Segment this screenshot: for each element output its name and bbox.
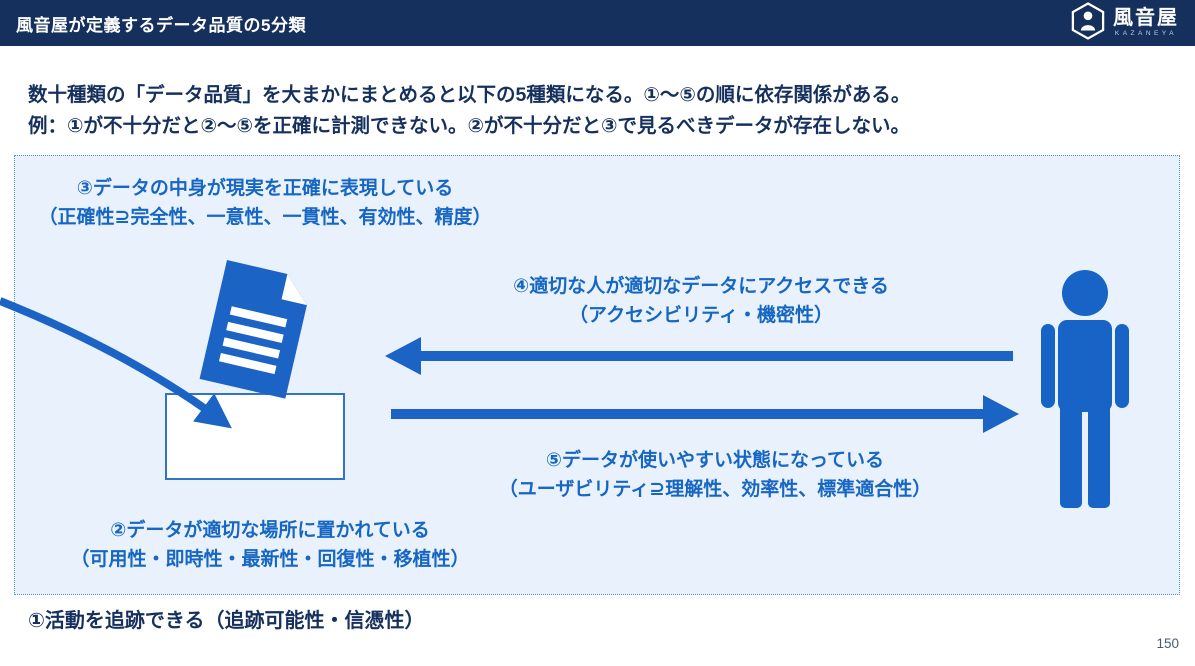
document-icon — [199, 260, 307, 399]
access-arrow-left — [385, 337, 1013, 375]
logo-wordmark: 風音屋 KAZANEYA — [1113, 8, 1179, 38]
label-quality-1: ①活動を追跡できる（追跡可能性・信憑性） — [28, 610, 425, 632]
flow-arrows — [385, 337, 1019, 433]
label-quality-2: ②データが適切な場所に置かれている （可用性・即時性・最新性・回復性・移植性） — [20, 516, 520, 575]
tracking-arrow-curved — [0, 297, 232, 429]
page-title: 風音屋が定義するデータ品質の5分類 — [16, 15, 306, 35]
quality-5-line-2: （ユーザビリティ⊇理解性、効率性、標準適合性） — [498, 479, 932, 501]
company-logo: 風音屋 KAZANEYA — [1071, 1, 1179, 45]
person-icon — [1041, 270, 1129, 508]
document-and-box-graphic — [165, 260, 345, 480]
quality-3-line-2: （正確性⊇完全性、一意性、一貫性、有効性、精度） — [38, 207, 492, 229]
quality-2-line-2: （可用性・即時性・最新性・回復性・移植性） — [70, 549, 470, 571]
logo-name: 風音屋 — [1113, 7, 1179, 30]
quality-2-line-1: ②データが適切な場所に置かれている — [110, 520, 430, 541]
logo-caption: KAZANEYA — [1114, 30, 1178, 38]
quality-4-line-2: （アクセシビリティ・機密性） — [569, 305, 833, 327]
quality-4-line-1: ④適切な人が適切なデータにアクセスできる — [513, 276, 889, 297]
label-quality-5: ⑤データが使いやすい状態になっている （ユーザビリティ⊇理解性、効率性、標準適合… — [420, 446, 1010, 505]
intro-text: 数十種類の「データ品質」を大まかにまとめると以下の5種類になる。①〜⑤の順に依存… — [28, 80, 1168, 142]
intro-line-2: 例：①が不十分だと②〜⑤を正確に計測できない。②が不十分だと③で見るべきデータが… — [28, 115, 911, 138]
hexagon-logo-icon — [1071, 1, 1105, 45]
quality-3-line-1: ③データの中身が現実を正確に表現している — [76, 178, 454, 199]
header-bar: 風音屋が定義するデータ品質の5分類 風音屋 KAZANEYA — [0, 0, 1195, 46]
diagram-panel: ③データの中身が現実を正確に表現している （正確性⊇完全性、一意性、一貫性、有効… — [14, 155, 1180, 595]
usability-arrow-right — [391, 395, 1019, 433]
label-quality-4: ④適切な人が適切なデータにアクセスできる （アクセシビリティ・機密性） — [421, 272, 981, 331]
label-quality-3: ③データの中身が現実を正確に表現している （正確性⊇完全性、一意性、一貫性、有効… — [25, 174, 505, 233]
quality-5-line-1: ⑤データが使いやすい状態になっている — [545, 450, 885, 471]
intro-line-1: 数十種類の「データ品質」を大まかにまとめると以下の5種類になる。①〜⑤の順に依存… — [28, 84, 911, 106]
page-number: 150 — [1156, 636, 1179, 651]
